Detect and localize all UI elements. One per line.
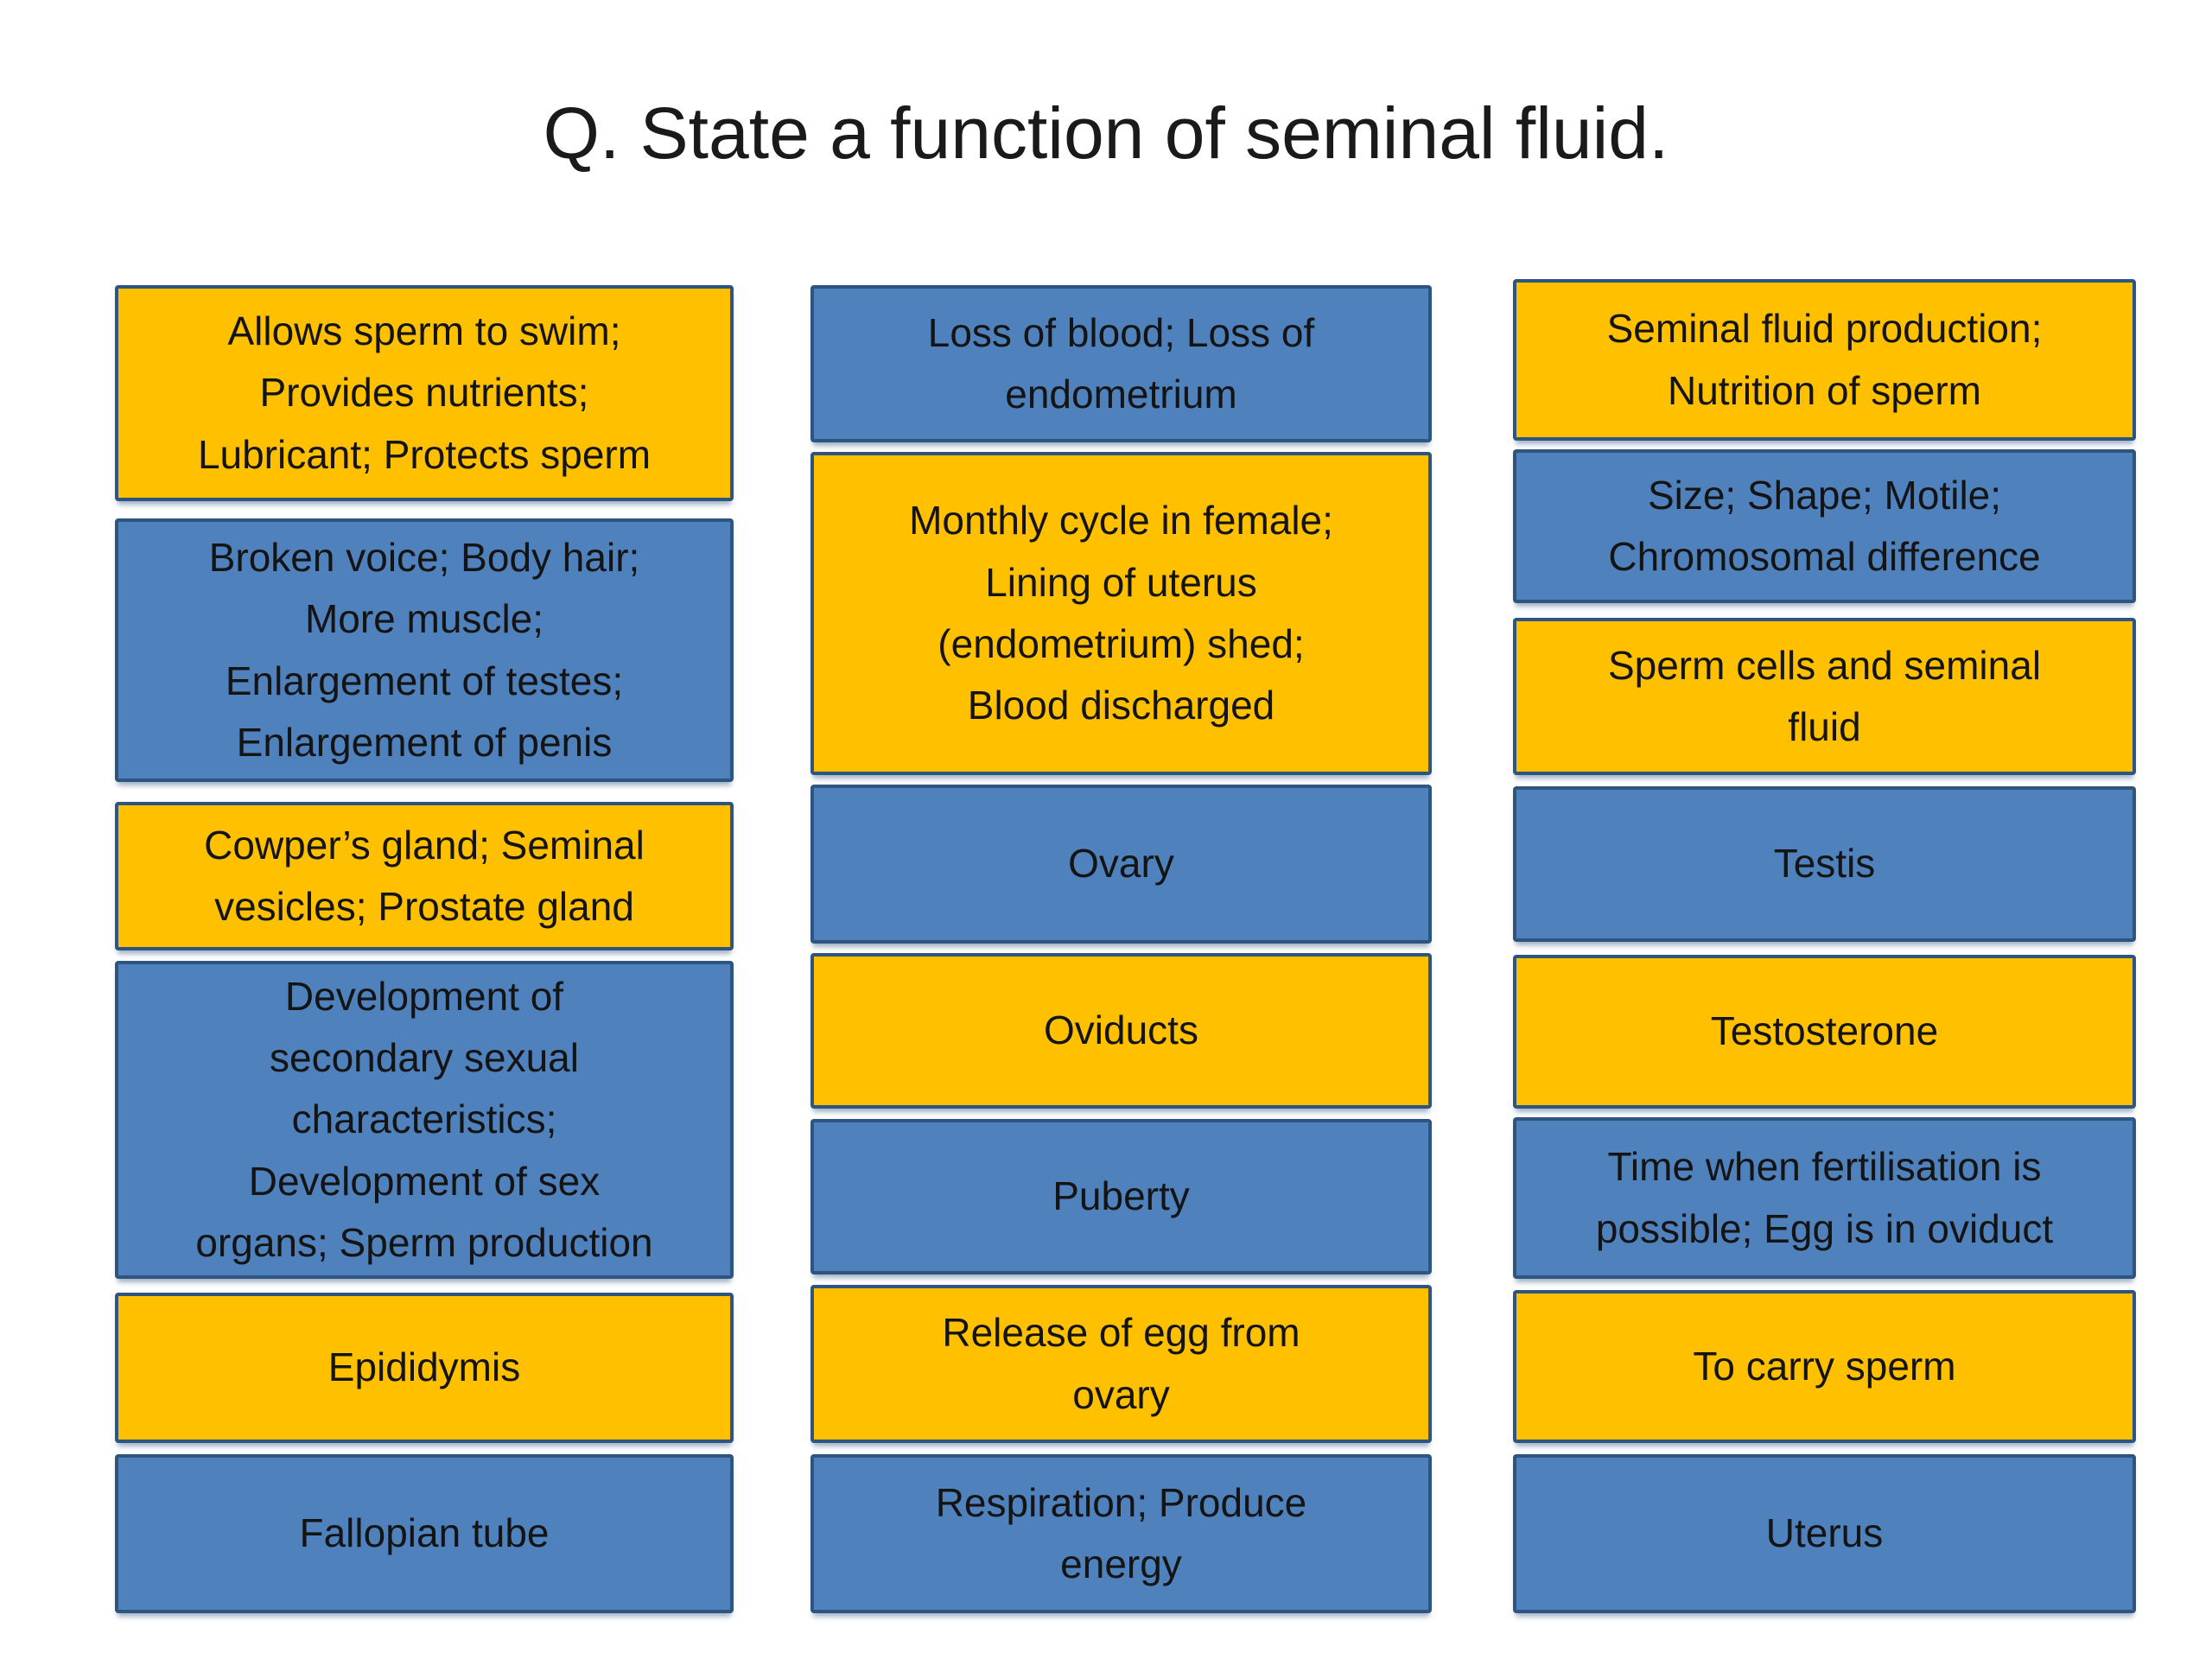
answer-card[interactable]: Cowper’s gland; Seminal vesicles; Prosta… — [115, 802, 734, 950]
answer-card[interactable]: Oviducts — [810, 953, 1432, 1109]
answer-column-middle: Loss of blood; Loss of endometrium Month… — [810, 0, 1432, 1659]
answer-card[interactable]: Seminal fluid production; Nutrition of s… — [1513, 279, 2136, 441]
answer-card[interactable]: Testis — [1513, 786, 2136, 942]
answer-card[interactable]: Fallopian tube — [115, 1454, 734, 1613]
answer-card[interactable]: Respiration; Produce energy — [810, 1454, 1432, 1613]
answer-card[interactable]: Allows sperm to swim; Provides nutrients… — [115, 285, 734, 501]
answer-card[interactable]: Testosterone — [1513, 955, 2136, 1109]
answer-card[interactable]: Broken voice; Body hair; More muscle; En… — [115, 518, 734, 782]
answer-card[interactable]: Puberty — [810, 1119, 1432, 1274]
answer-card[interactable]: Monthly cycle in female; Lining of uteru… — [810, 452, 1432, 775]
answer-card[interactable]: Time when fertilisation is possible; Egg… — [1513, 1117, 2136, 1279]
answer-card[interactable]: Size; Shape; Motile; Chromosomal differe… — [1513, 449, 2136, 603]
answer-card[interactable]: Release of egg from ovary — [810, 1285, 1432, 1443]
answer-card[interactable]: Development of secondary sexual characte… — [115, 961, 734, 1279]
answer-column-right: Seminal fluid production; Nutrition of s… — [1513, 0, 2136, 1659]
answer-card[interactable]: To carry sperm — [1513, 1290, 2136, 1443]
answer-column-left: Allows sperm to swim; Provides nutrients… — [115, 0, 734, 1659]
answer-card[interactable]: Epididymis — [115, 1293, 734, 1443]
answer-card[interactable]: Loss of blood; Loss of endometrium — [810, 285, 1432, 442]
question-title: Q. State a function of seminal fluid. — [543, 92, 1669, 174]
answer-card[interactable]: Ovary — [810, 785, 1432, 944]
answer-card[interactable]: Uterus — [1513, 1454, 2136, 1613]
answer-card[interactable]: Sperm cells and seminal fluid — [1513, 618, 2136, 775]
